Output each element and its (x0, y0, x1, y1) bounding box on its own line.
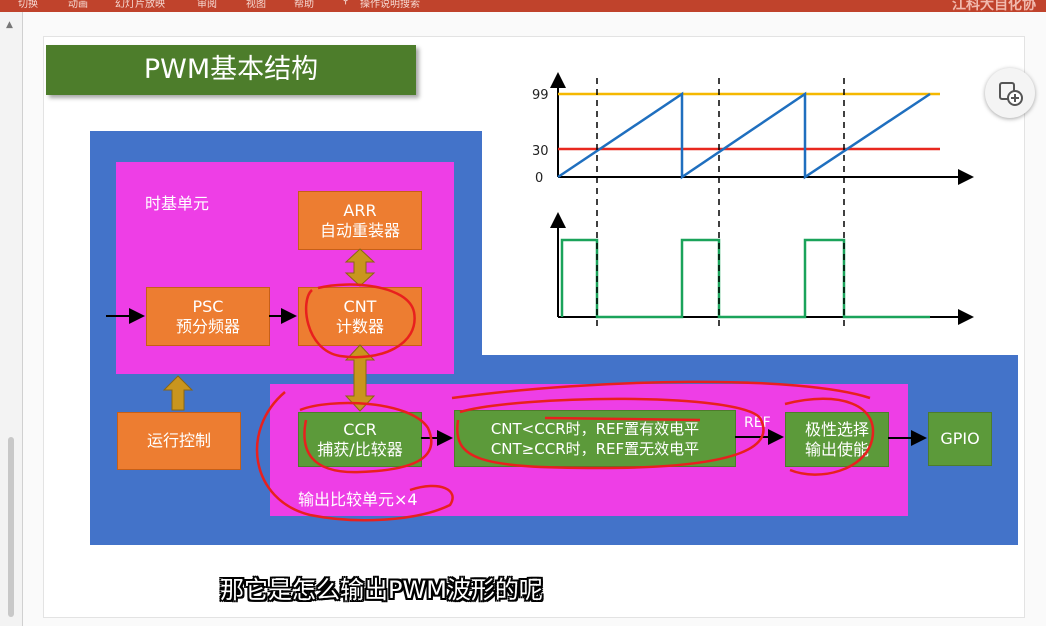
polarity-box-subtitle: 输出使能 (804, 439, 869, 459)
cnt-box-title: CNT (343, 296, 377, 316)
run-control-link (162, 375, 194, 411)
floating-action-button[interactable] (985, 68, 1035, 118)
arr-box-title: ARR (343, 200, 377, 220)
psc-box-subtitle: 预分频器 (175, 316, 240, 336)
mode-circle (456, 397, 765, 470)
ribbon-tab[interactable]: 视图 (246, 0, 266, 10)
polarity-circle (784, 397, 875, 476)
ccr-circle (299, 401, 433, 474)
ref-arc (451, 380, 871, 400)
timing-chart: 99 30 0 (532, 72, 974, 330)
pwm-waveform (560, 238, 930, 319)
time-base-label: 时基单元 (145, 194, 210, 213)
y-tick-99: 99 (532, 88, 549, 103)
cnt-box-subtitle: 计数器 (335, 316, 384, 336)
add-copy-icon (999, 82, 1023, 106)
ribbon: 切换 动画 幻灯片放映 审阅 视图 帮助 ⚲ 操作说明搜索 江科大自化协 (0, 0, 1046, 12)
ccr-box: CCR 捕获/比较器 (298, 412, 422, 467)
cnt-ccr-link (344, 344, 376, 412)
y-tick-0: 0 (535, 171, 543, 186)
ribbon-tab[interactable]: 切换 (18, 0, 38, 10)
ribbon-tab[interactable]: 审阅 (197, 0, 217, 10)
gpio-box: GPIO (928, 412, 992, 466)
ribbon-tab[interactable]: 动画 (68, 0, 88, 10)
cnt-sawtooth (557, 91, 931, 180)
ribbon-tab[interactable]: 幻灯片放映 (115, 0, 165, 10)
slide-title: PWM基本结构 (46, 45, 416, 95)
ccr-box-title: CCR (343, 419, 377, 439)
watermark-brand: 江科大自化协 (952, 0, 1036, 12)
ribbon-tab[interactable]: 帮助 (294, 0, 314, 10)
psc-box-title: PSC (192, 296, 224, 316)
scroll-up-icon[interactable]: ▲ (6, 20, 13, 30)
polarity-box-title: 极性选择 (804, 419, 869, 439)
output-unit-label: 输出比较单元×4 (298, 490, 418, 509)
mode-rule-2: CNT≥CCR时，REF置无效电平 (490, 439, 700, 458)
search-icon[interactable]: ⚲ (342, 0, 350, 6)
y-tick-30: 30 (532, 144, 549, 159)
red-annotations (255, 283, 875, 522)
ccr-box-subtitle: 捕获/比较器 (317, 439, 403, 459)
cnt-circle (304, 283, 416, 359)
arr-cnt-link (344, 248, 376, 287)
scrollbar-thumb[interactable] (8, 437, 14, 617)
arr-box-subtitle: 自动重装器 (319, 220, 400, 240)
cnt-box: CNT 计数器 (298, 287, 422, 346)
thumbnail-pane-scrollbar[interactable]: ▲ (0, 12, 23, 626)
mode-rule-1: CNT<CCR时，REF置有效电平 (490, 419, 700, 438)
arr-box: ARR 自动重装器 (298, 191, 422, 250)
run-control-box: 运行控制 (117, 412, 241, 470)
video-subtitle: 那它是怎么输出PWM波形的呢 (220, 576, 543, 604)
tell-me-search[interactable]: 操作说明搜索 (360, 0, 420, 10)
output-unit-circle (255, 391, 454, 522)
underline-mark (544, 416, 701, 422)
